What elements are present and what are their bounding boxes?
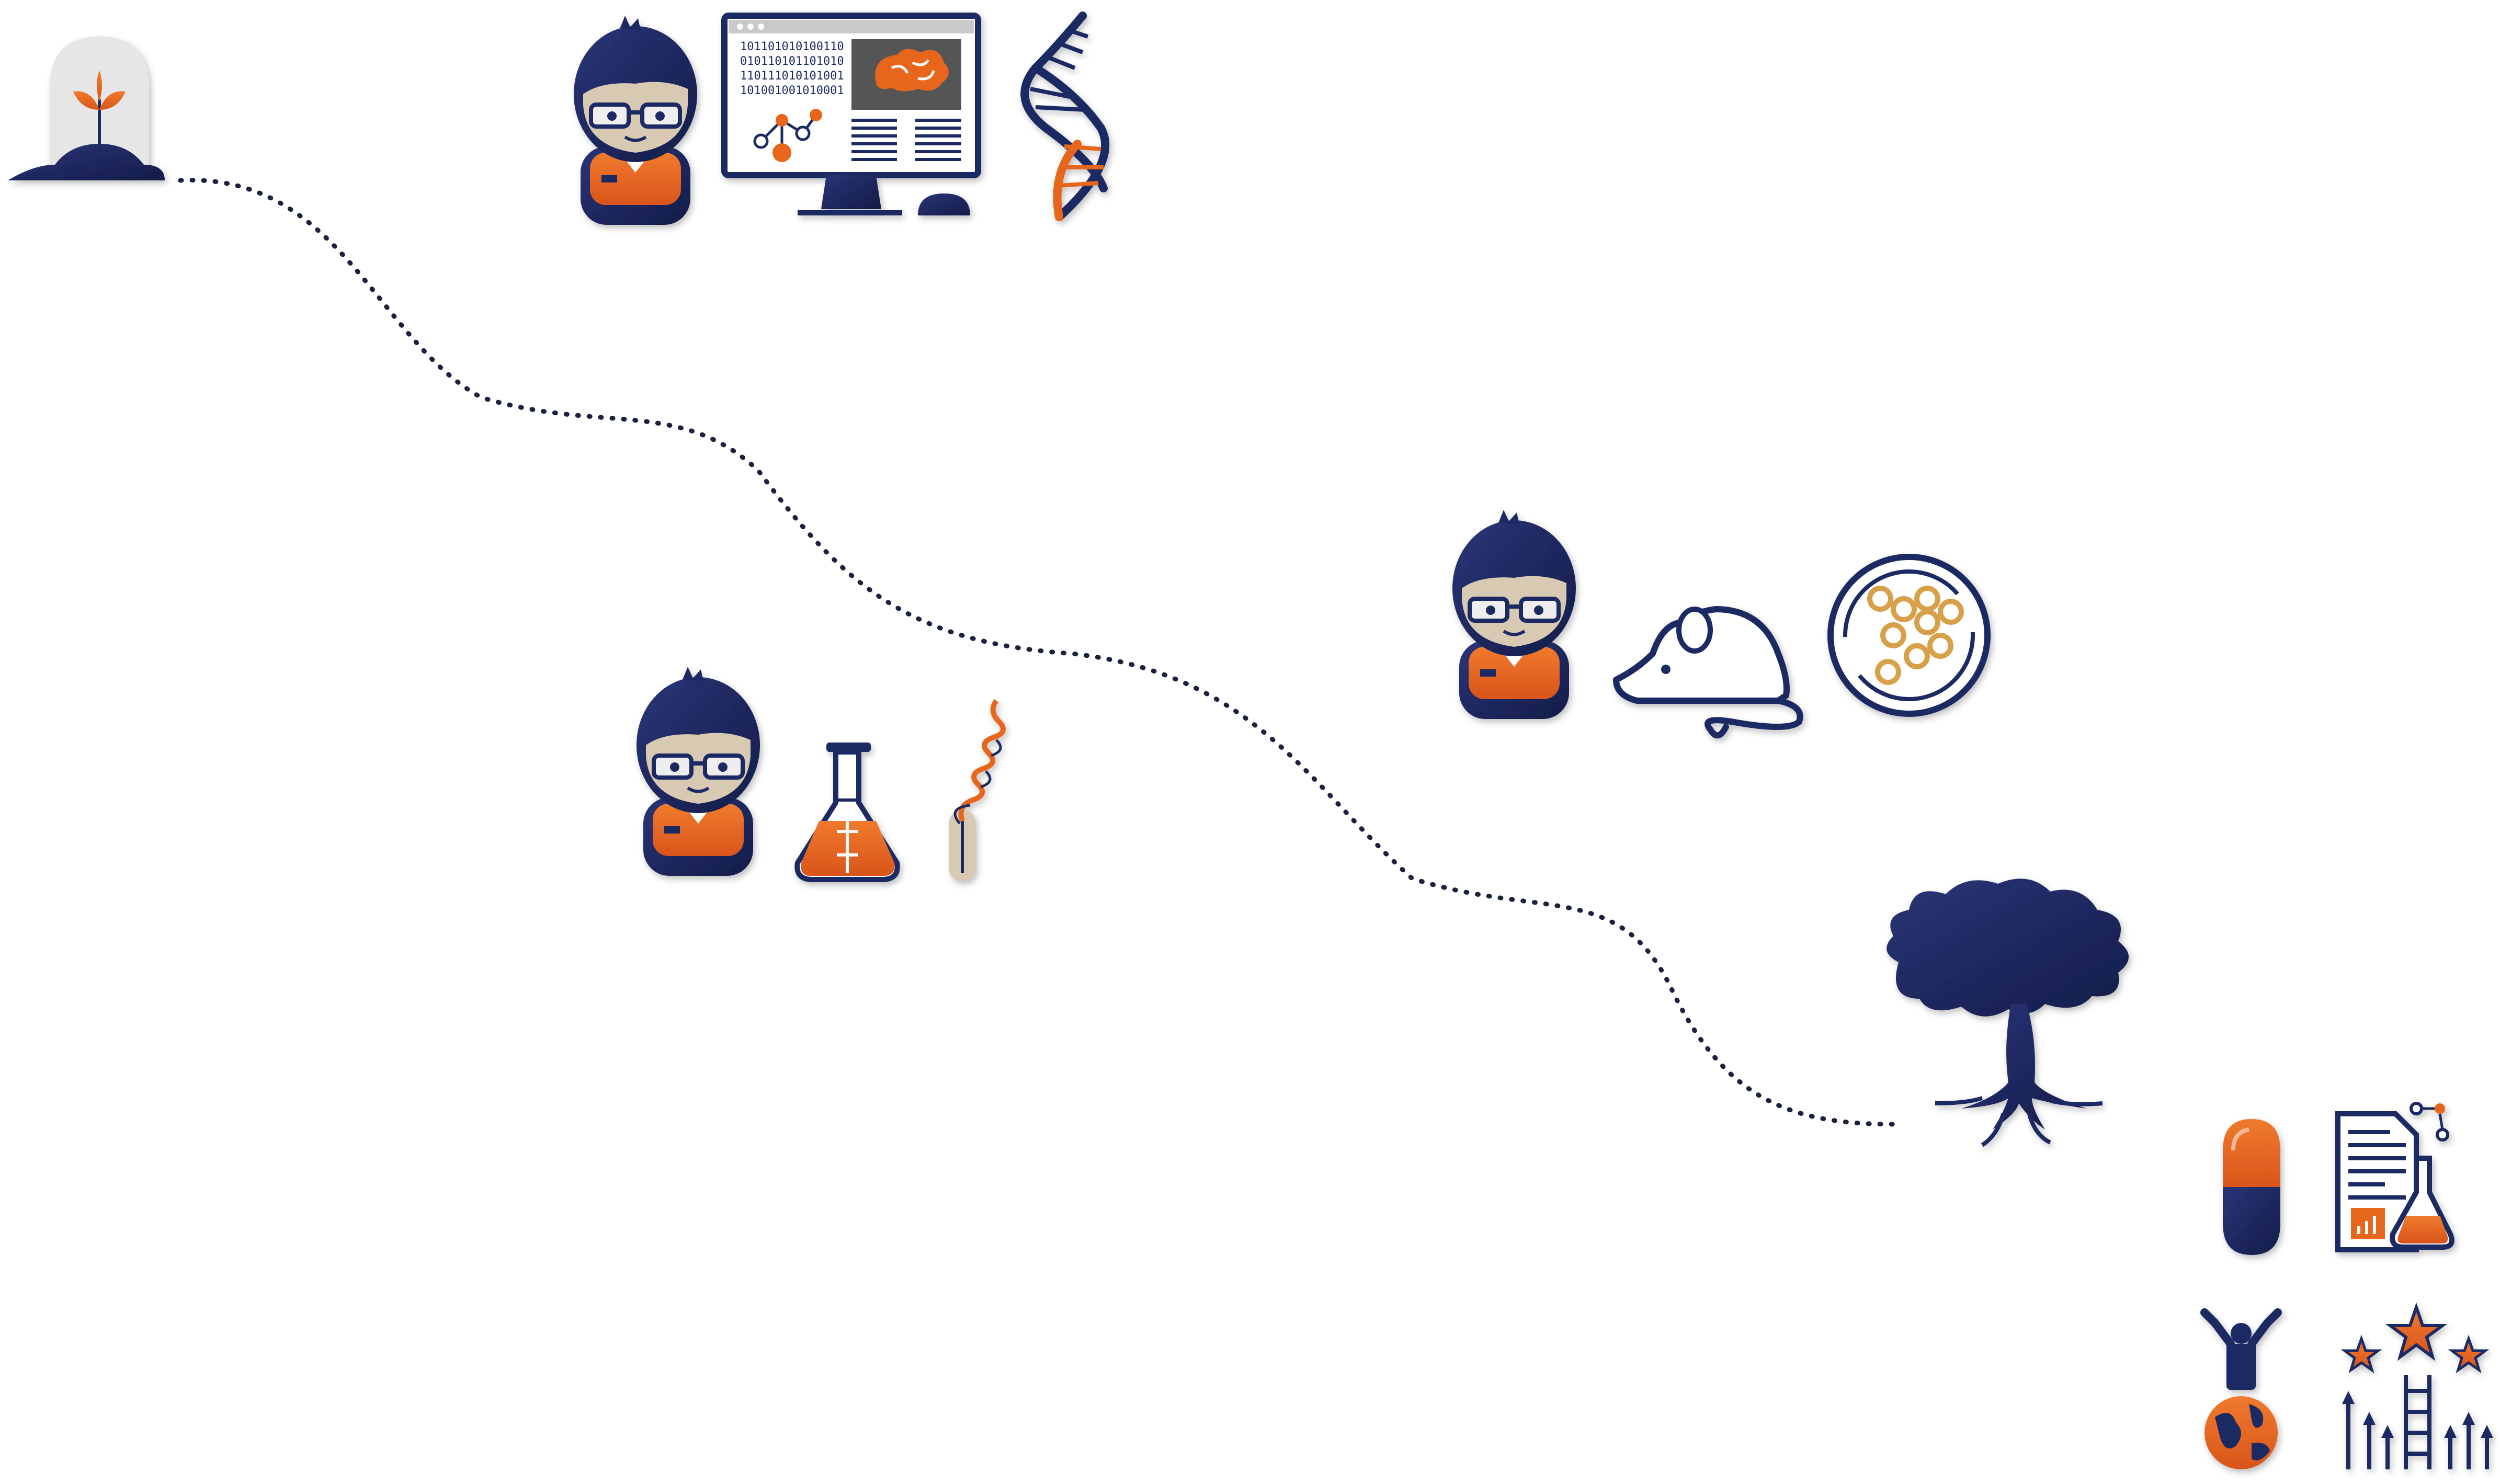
dna-helix-icon <box>1020 12 1109 221</box>
computer-monitor-icon: 101101010100110 010110101101010 11011101… <box>721 13 981 215</box>
plant-dome-icon <box>8 37 165 180</box>
journey-path <box>178 178 1896 1127</box>
flask-icon <box>794 743 900 882</box>
researcher-icon <box>1452 510 1576 719</box>
binary-line: 101101010100110 <box>740 40 844 53</box>
binary-line: 010110101101010 <box>740 55 844 68</box>
report-flask-icon <box>2335 1102 2454 1252</box>
stars-ladder-icon <box>2340 1302 2493 1469</box>
person-on-globe-icon <box>2200 1308 2282 1469</box>
researcher-icon <box>637 667 760 876</box>
test-tube-icon <box>949 699 1006 881</box>
binary-line: 101001001010001 <box>740 84 844 97</box>
researcher-icon <box>574 16 697 225</box>
binary-line: 110111010101001 <box>740 70 844 83</box>
petri-dish-icon <box>1827 554 1991 717</box>
tree-icon <box>1887 878 2129 1147</box>
capsule-icon <box>2223 1119 2280 1255</box>
brain-icon <box>875 49 949 92</box>
mouse-icon <box>1613 606 1803 739</box>
